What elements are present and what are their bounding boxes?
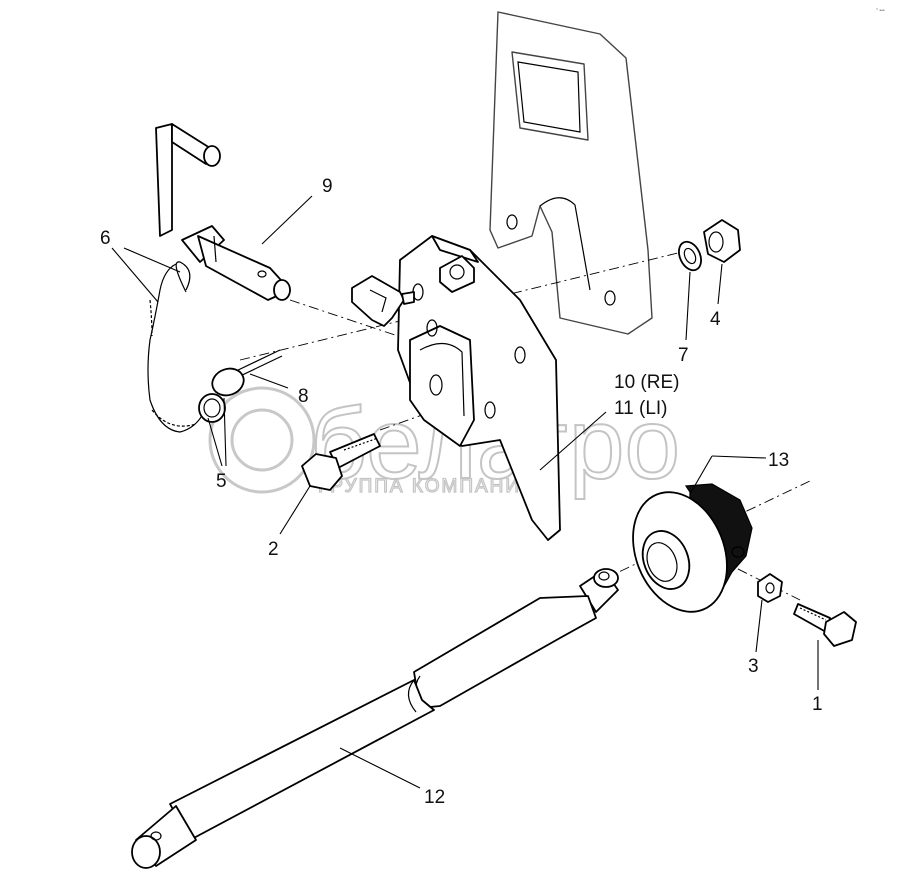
bolt-1 (793, 603, 857, 647)
callout-8: 8 (298, 386, 309, 407)
callout-11: 11 (LI) (614, 398, 668, 419)
lanyard-chain (147, 261, 205, 433)
washer-7 (678, 240, 702, 272)
leader-lines (111, 195, 819, 789)
callout-12: 12 (424, 787, 445, 808)
linch-pin-and-rings (198, 349, 283, 423)
nut-4 (703, 219, 741, 263)
callout-10: 10 (RE) (614, 372, 679, 393)
callout-4: 4 (710, 309, 721, 330)
clip-block (351, 275, 415, 327)
callout-labels: 9 6 8 5 2 10 (RE) 11 (LI) 13 7 4 3 1 12 (100, 176, 823, 808)
callout-9: 9 (322, 176, 333, 197)
callout-13: 13 (768, 450, 789, 471)
mounting-plate (489, 11, 653, 335)
callout-1: 1 (812, 694, 823, 715)
shaft-12 (131, 568, 619, 869)
hub-13 (632, 483, 753, 613)
callout-6: 6 (100, 228, 111, 249)
callout-5: 5 (216, 471, 227, 492)
bolt-2 (301, 433, 381, 491)
callout-2: 2 (268, 539, 279, 560)
watermark-subtitle: ГРУППА КОМПАНИЙ (318, 475, 537, 497)
callout-3: 3 (748, 656, 759, 677)
hitch-bracket (397, 235, 561, 541)
callout-7: 7 (678, 345, 689, 366)
watermark-logo-inner (230, 408, 294, 472)
watermark-logo-circle (208, 386, 316, 494)
hitch-pin (155, 123, 291, 301)
corner-mark: ° ••• (876, 8, 885, 14)
nut-3 (757, 573, 783, 603)
